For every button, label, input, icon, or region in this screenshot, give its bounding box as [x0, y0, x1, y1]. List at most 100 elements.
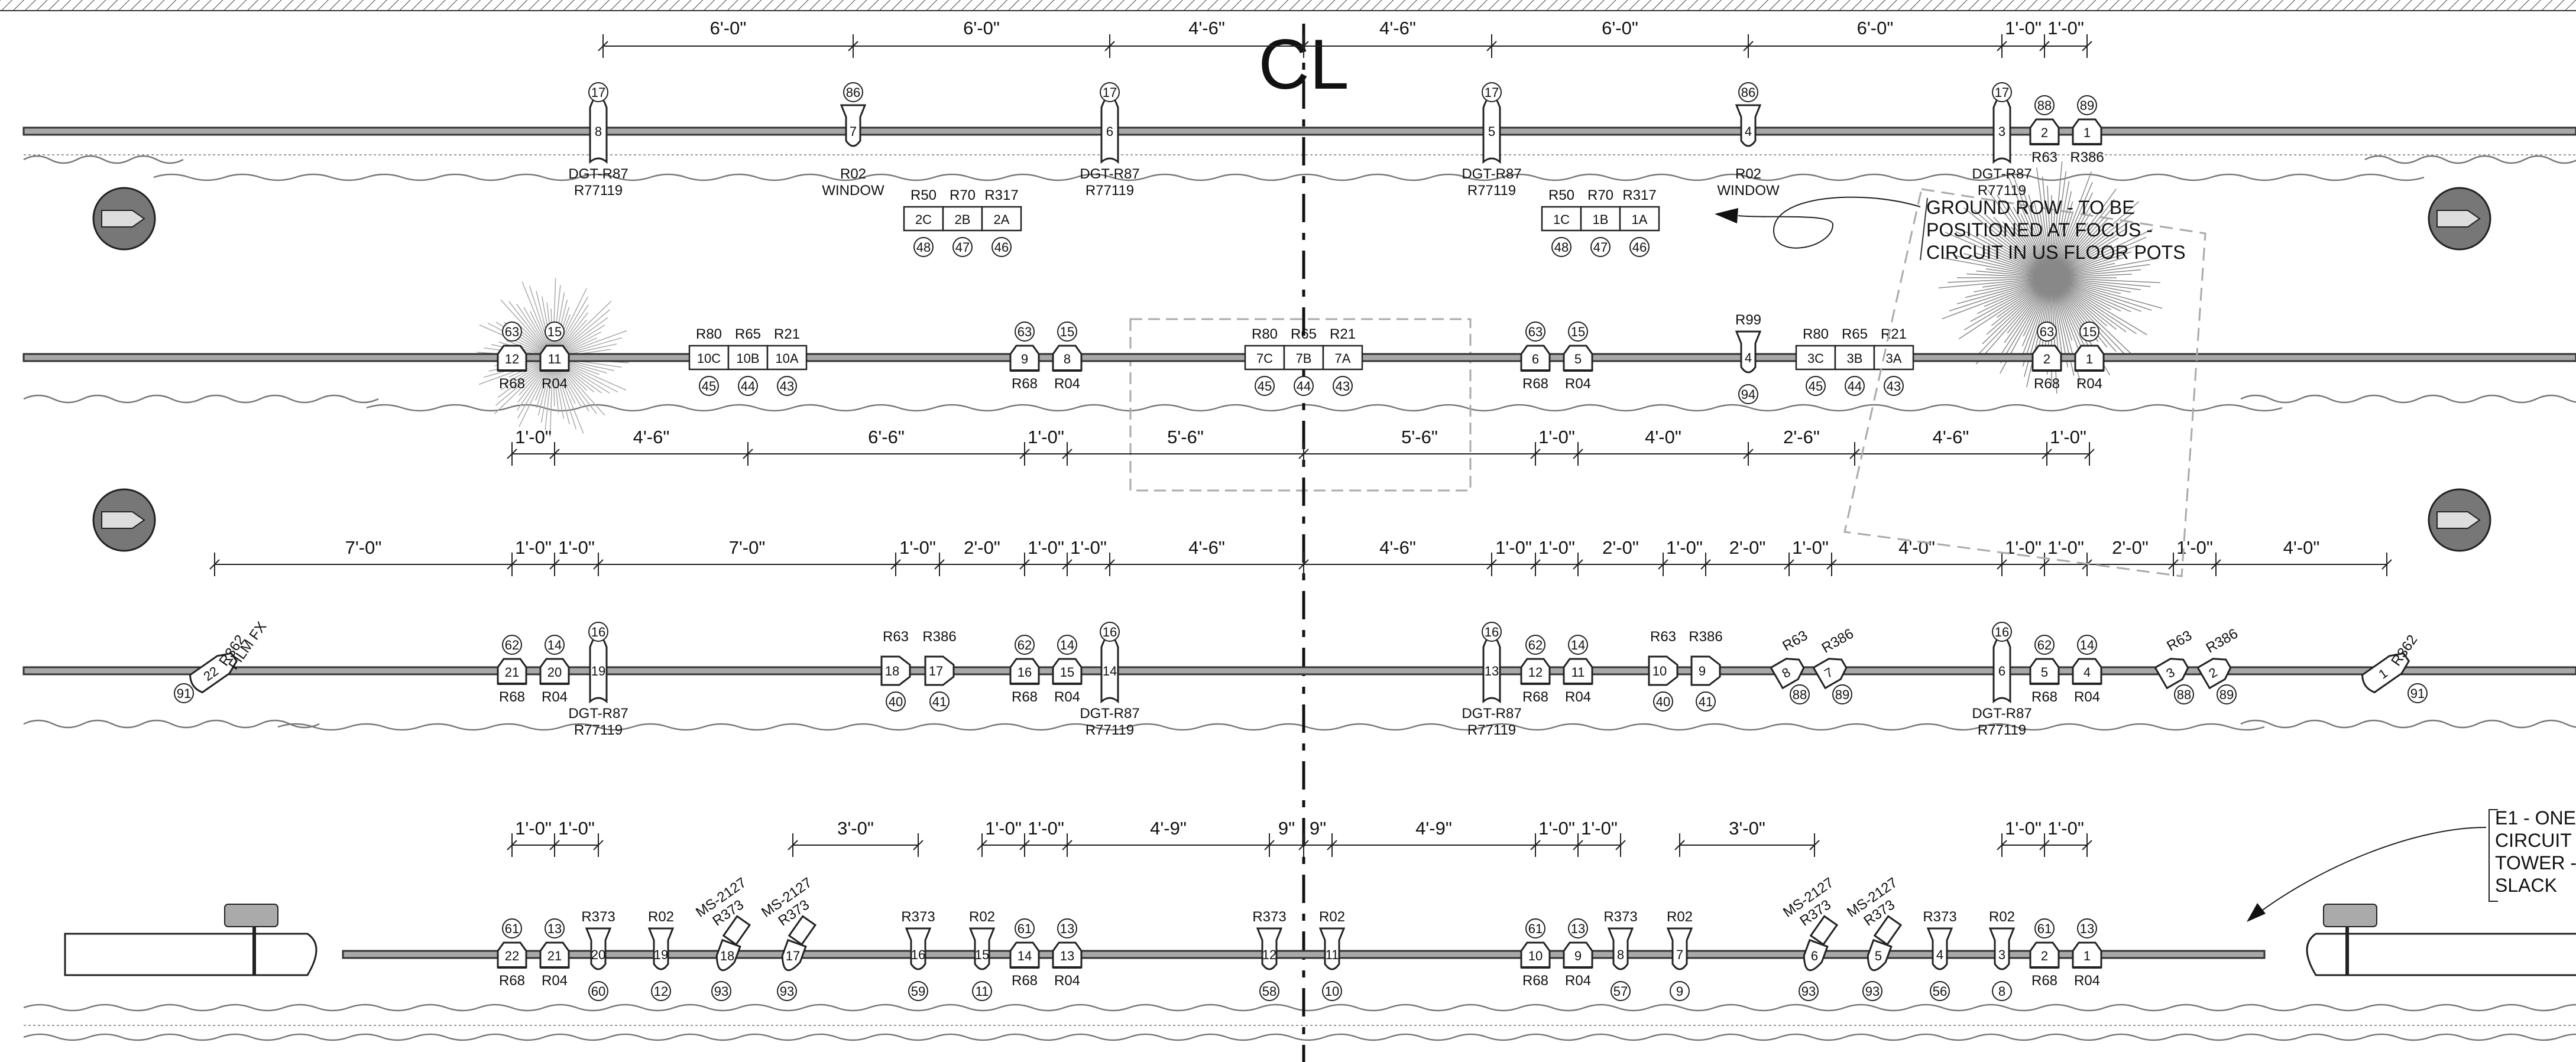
cyc-gel: R70	[950, 187, 976, 203]
unit-gel: R02	[1319, 909, 1345, 925]
unit-number: 9	[1574, 949, 1582, 963]
pipe3-dim-label-11: 1'-0"	[1538, 537, 1575, 558]
unit-label: DGT-R87	[1462, 166, 1521, 182]
circuit-58-number: 58	[1262, 984, 1276, 999]
pipe4-dim-label-1: 1'-0"	[558, 818, 595, 839]
circuit-13: 13	[2077, 918, 2097, 938]
circuit-13: 13	[1057, 918, 1077, 938]
unit-gel: R02	[648, 909, 674, 925]
pipe3-dim-label-6: 1'-0"	[1028, 537, 1064, 558]
unit-label: R68	[2034, 376, 2060, 392]
circuit-63: 63	[1015, 321, 1035, 342]
circuit-40: 40	[1653, 691, 1673, 712]
circuit-12-number: 12	[654, 984, 668, 999]
scenery-layer	[23, 154, 2576, 1041]
boom-light-2	[2428, 187, 2491, 251]
circuit-47: 47	[1590, 237, 1611, 257]
e1-note-line-2: CIRCUIT	[2495, 830, 2572, 851]
unit-number: 7	[850, 124, 857, 139]
circuit-93-number: 93	[780, 984, 794, 999]
unit-label: R04	[1565, 376, 1591, 392]
cyc-gel: R21	[774, 326, 800, 342]
unit-number: 12	[1262, 947, 1276, 962]
circuit-15-number: 15	[547, 324, 562, 339]
unit-number: 6	[1811, 949, 1818, 963]
unit-number: 12	[505, 352, 519, 366]
circuit-45: 45	[699, 376, 719, 396]
circuit-62: 62	[1525, 635, 1545, 655]
circuit-86: 86	[1738, 82, 1758, 102]
circuit-93-number: 93	[714, 984, 728, 999]
unit-gel: R373	[1603, 909, 1637, 925]
pipe1-dim-label-0: 6'-0"	[710, 18, 747, 38]
cyc-cell-label: 1C	[1553, 212, 1570, 227]
circuit-14: 14	[1568, 635, 1588, 655]
unit-label: R04	[1054, 973, 1080, 989]
unit-number: 18	[885, 664, 899, 678]
unit-label: DGT-R87	[1080, 166, 1139, 182]
ground-row-note: GROUND ROW - TO BE POSITIONED AT FOCUS -…	[1715, 188, 2206, 577]
circuit-91-number: 91	[2410, 686, 2425, 701]
cyc-cell-label: 10A	[775, 351, 798, 366]
unit-label: R68	[1012, 689, 1038, 705]
pipe3-dim-label-18: 1'-0"	[2047, 537, 2084, 558]
pipe4-dim-label-6: 9"	[1278, 818, 1295, 839]
circuit-47-number: 47	[1593, 240, 1608, 255]
circuit-86-number: 86	[846, 85, 860, 100]
circuit-44-number: 44	[741, 379, 755, 394]
circuit-41: 41	[929, 691, 950, 712]
circuit-15: 15	[545, 321, 565, 342]
unit-gel: R386	[1819, 625, 1856, 656]
circuit-48-number: 48	[916, 240, 931, 255]
unit-label: R04	[2074, 689, 2100, 705]
unit-label: DGT-R87	[1080, 706, 1139, 722]
circuit-62-number: 62	[505, 638, 519, 652]
circuit-93: 93	[1799, 981, 1819, 1001]
unit-number: 14	[1103, 664, 1117, 678]
cyc-gel: R317	[1622, 187, 1656, 203]
circuit-17: 17	[1992, 82, 2012, 102]
unit-number: 10	[1528, 949, 1543, 963]
circuit-43: 43	[777, 376, 797, 396]
circuit-10-number: 10	[1325, 984, 1339, 999]
unit-number: 6	[1998, 664, 2005, 678]
pipe2-dim-label-2: 6'-6"	[868, 427, 905, 447]
circuit-15: 15	[2079, 321, 2099, 342]
pipe1-bar	[22, 126, 2576, 136]
unit-label: R68	[499, 689, 525, 705]
pipe2-dim-label-3: 1'-0"	[1028, 427, 1064, 447]
circuit-88: 88	[1790, 684, 1810, 704]
circuit-63-number: 63	[1528, 324, 1543, 339]
pipe1-dim-label-5: 6'-0"	[1857, 18, 1894, 38]
circuit-44: 44	[738, 376, 758, 396]
unit-number: 18	[720, 949, 734, 963]
unit-number: 4	[2084, 665, 2091, 680]
circuit-15: 15	[1057, 321, 1077, 342]
unit-gel: R373	[1252, 909, 1286, 925]
circuit-45-number: 45	[1258, 379, 1272, 394]
pipe3-dim-label-2: 1'-0"	[558, 537, 595, 558]
pipe4-dim-label-8: 4'-9"	[1415, 818, 1452, 839]
pipe4-dim-label-7: 9"	[1310, 818, 1326, 839]
circuit-93: 93	[777, 981, 797, 1001]
cyc-gel: R65	[1291, 326, 1317, 342]
unit-gel: R386	[922, 629, 956, 645]
pipe3-dim-label-8: 4'-6"	[1188, 537, 1225, 558]
unit-gel: R63	[1780, 628, 1810, 654]
circuit-8: 8	[1992, 981, 2012, 1001]
unit-label: R68	[1522, 973, 1548, 989]
unit-number: 4	[1745, 124, 1752, 139]
pipes-layer	[22, 126, 2576, 959]
e1-note-line-1: E1 - ONE	[2495, 807, 2576, 829]
unit-gel: R373	[1923, 909, 1956, 925]
circuit-46-number: 46	[1632, 240, 1647, 255]
cyc-cell-label: 3A	[1886, 351, 1902, 366]
